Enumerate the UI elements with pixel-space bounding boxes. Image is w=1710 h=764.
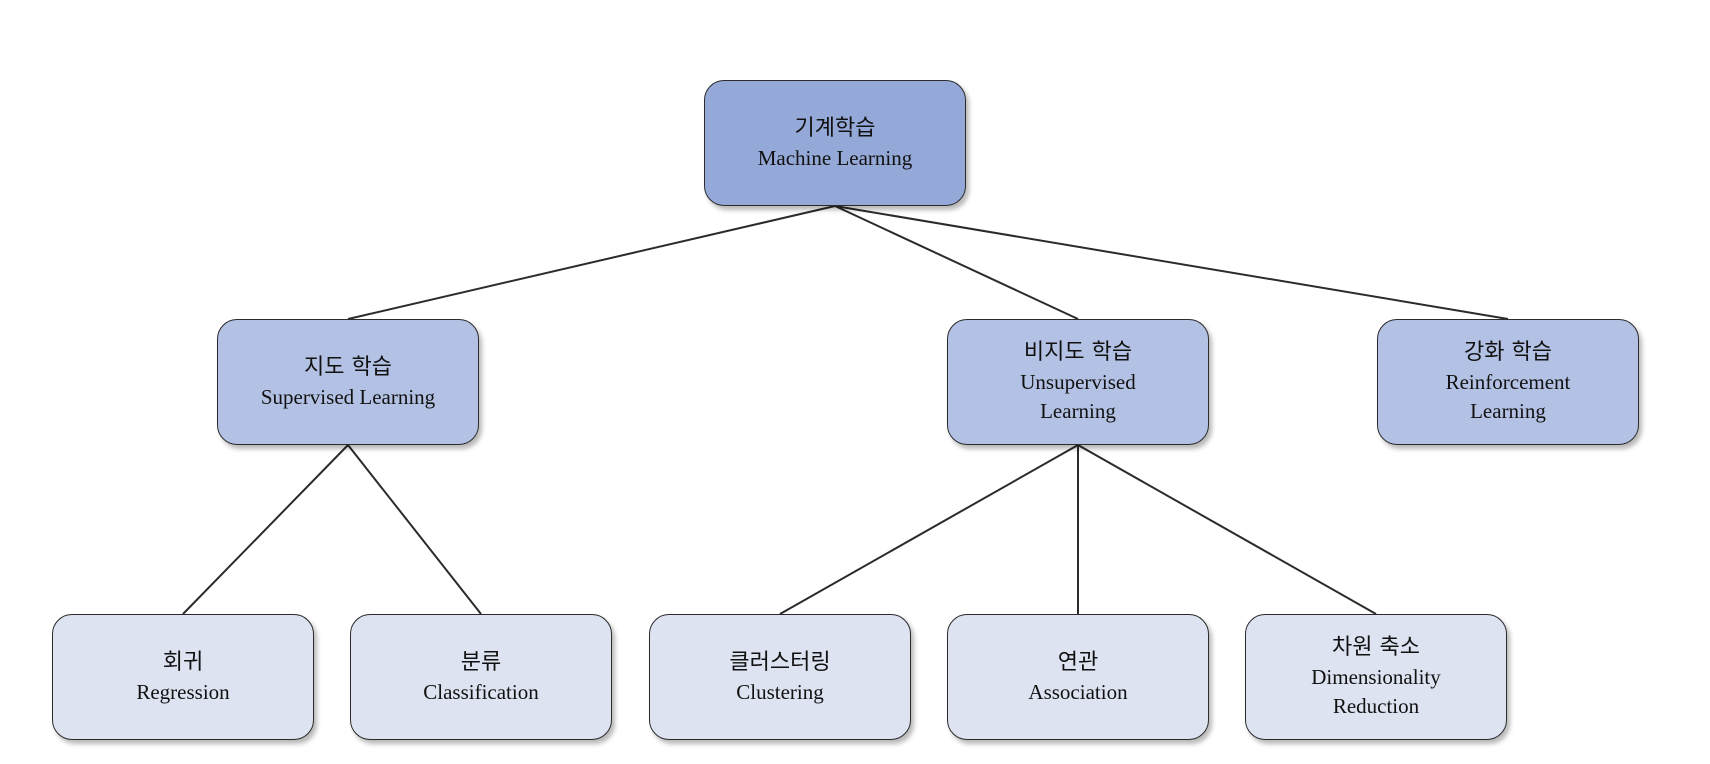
edge-root-reinforcement [834,205,1509,320]
node-label-ko: 분류 [460,649,502,675]
node-regression: 회귀 Regression [52,614,314,740]
edge-supervised-classification [347,444,482,615]
node-label-en: Dimensionality Reduction [1311,665,1441,718]
node-reinforcement-learning: 강화 학습 Reinforcement Learning [1377,319,1639,445]
node-dimensionality-reduction: 차원 축소 Dimensionality Reduction [1245,614,1507,740]
edge-supervised-regression [182,444,349,615]
node-label-ko: 클러스터링 [729,649,831,675]
edge-root-supervised [347,205,836,320]
node-clustering: 클러스터링 Clustering [649,614,911,740]
node-label-ko: 비지도 학습 [1023,340,1133,365]
node-label-ko: 강화 학습 [1464,340,1552,365]
node-unsupervised-learning: 비지도 학습 Unsupervised Learning [947,319,1209,445]
node-label-en: Regression [136,679,230,704]
node-label-en: Supervised Learning [260,384,436,409]
node-label-ko: 기계학습 [794,115,876,141]
node-machine-learning: 기계학습 Machine Learning [704,80,966,206]
edge-unsupervised-dimensionality [1077,444,1377,615]
node-label-en: Reinforcement Learning [1445,370,1571,423]
node-label-en: Classification [423,679,539,704]
node-label-ko: 회귀 [162,649,204,675]
node-label-ko: 지도 학습 [304,354,392,380]
node-label-en: Association [1028,679,1128,704]
node-label-en: Machine Learning [757,145,913,170]
node-label-en: Unsupervised Learning [1020,370,1136,423]
edge-unsupervised-clustering [779,444,1079,615]
node-label-ko: 차원 축소 [1332,635,1420,660]
node-association: 연관 Association [947,614,1209,740]
node-classification: 분류 Classification [350,614,612,740]
edge-root-unsupervised [834,205,1079,320]
node-label-ko: 연관 [1057,649,1099,675]
node-supervised-learning: 지도 학습 Supervised Learning [217,319,479,445]
node-label-en: Clustering [736,679,824,704]
